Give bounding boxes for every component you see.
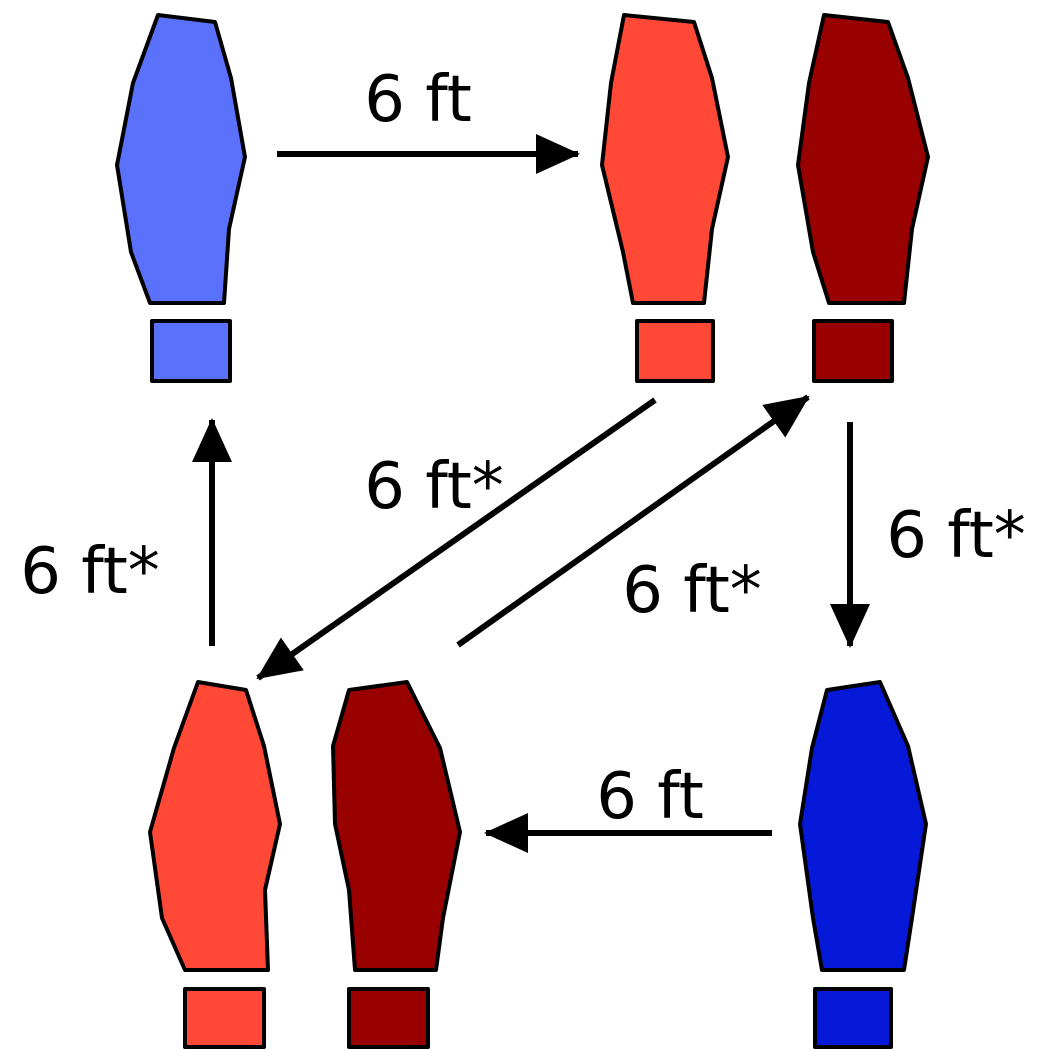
footprint-bottom-right [798,680,928,1049]
footprint-top-right [796,13,930,383]
label-diagonal-down: 6 ft* [364,450,504,524]
arrow-diagonal-down [256,397,657,681]
sole-shape [798,680,928,972]
heel-shape [812,319,894,383]
label-diagonal-up: 6 ft* [622,554,762,628]
label-left: 6 ft* [20,535,160,609]
sole-shape [148,680,282,972]
heel-shape [813,987,893,1049]
heel-shape [347,987,430,1049]
footprint-top-left [115,13,247,383]
label-bottom: 6 ft [596,760,704,834]
footprint-bottom-left [148,680,282,1049]
heel-shape [183,987,266,1049]
heel-shape [635,319,715,383]
sole-shape [115,13,247,305]
footprint-top-middle [600,13,730,383]
sole-shape [331,680,462,972]
sole-shape [600,13,730,305]
sole-shape [796,13,930,305]
arrow-diagonal-up [456,394,810,648]
heel-shape [150,319,232,383]
label-right: 6 ft* [886,499,1026,573]
label-top: 6 ft [364,63,472,137]
footprint-bottom-middle [331,680,462,1049]
